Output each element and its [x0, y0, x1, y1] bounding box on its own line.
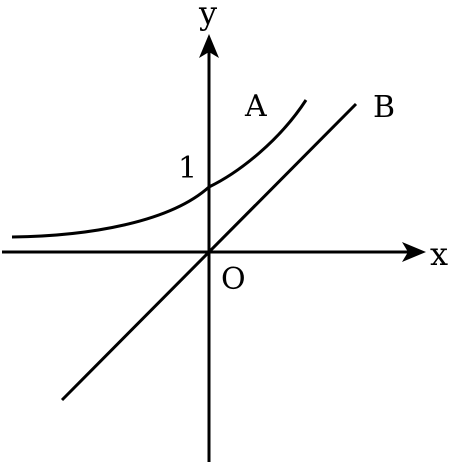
line-b	[60, 102, 358, 402]
y-axis-arrowhead	[199, 34, 219, 58]
intercept-label: 1	[178, 151, 197, 186]
curve-a-label: A	[244, 89, 267, 124]
x-axis-label: x	[430, 235, 448, 273]
line-b-label: B	[373, 90, 395, 125]
y-axis-label: y	[198, 0, 217, 32]
curve-a	[11, 99, 308, 239]
x-axis-arrowhead	[402, 242, 426, 262]
origin-label: O	[221, 262, 246, 297]
